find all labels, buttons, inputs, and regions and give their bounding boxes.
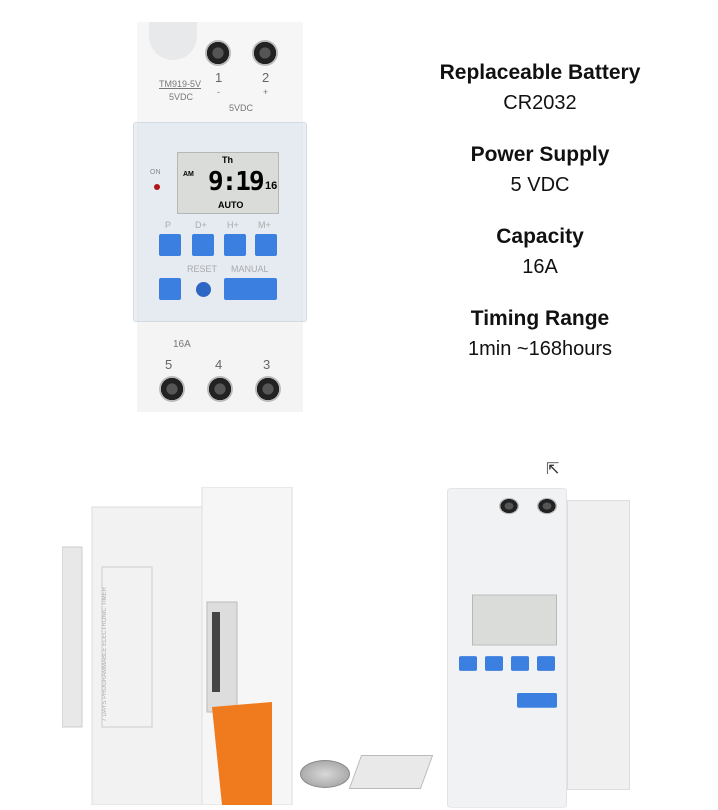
timer-device-front: TM919-5V 5VDC 1 2 - + 5VDC ON Th AM 9:19… — [133, 22, 307, 412]
lcd-display: Th AM 9:19 16 AUTO — [177, 152, 279, 214]
hour-plus-button[interactable] — [511, 656, 529, 671]
clock-button[interactable] — [159, 278, 181, 300]
timer-device-side-view: 7 DAYS PROGRAMMABLE ELECTRONIC TIMER — [61, 486, 332, 806]
screw-terminal-1 — [205, 40, 231, 66]
cr2032-battery — [300, 760, 350, 788]
manual-button[interactable] — [224, 278, 277, 300]
screw-terminal-3 — [255, 376, 281, 402]
minute-plus-button[interactable] — [255, 234, 277, 256]
model-label: TM919-5V — [159, 79, 202, 89]
hour-plus-button[interactable] — [224, 234, 246, 256]
day-plus-button[interactable] — [192, 234, 214, 256]
day-plus-button[interactable] — [485, 656, 503, 671]
power-led — [154, 184, 160, 190]
timer-device-angled — [447, 488, 567, 808]
manual-button[interactable] — [517, 693, 557, 708]
program-button[interactable] — [459, 656, 477, 671]
minute-plus-button[interactable] — [537, 656, 555, 671]
screw-terminal-5 — [159, 376, 185, 402]
battery-tray — [348, 755, 434, 789]
side-view-illustration — [61, 486, 293, 806]
program-button[interactable] — [159, 234, 181, 256]
device-side-panel — [567, 500, 630, 790]
screw-terminal-2 — [252, 40, 278, 66]
mouse-cursor-icon: ⇱ — [546, 461, 560, 478]
reset-button[interactable] — [196, 282, 211, 297]
screw-terminal-4 — [207, 376, 233, 402]
